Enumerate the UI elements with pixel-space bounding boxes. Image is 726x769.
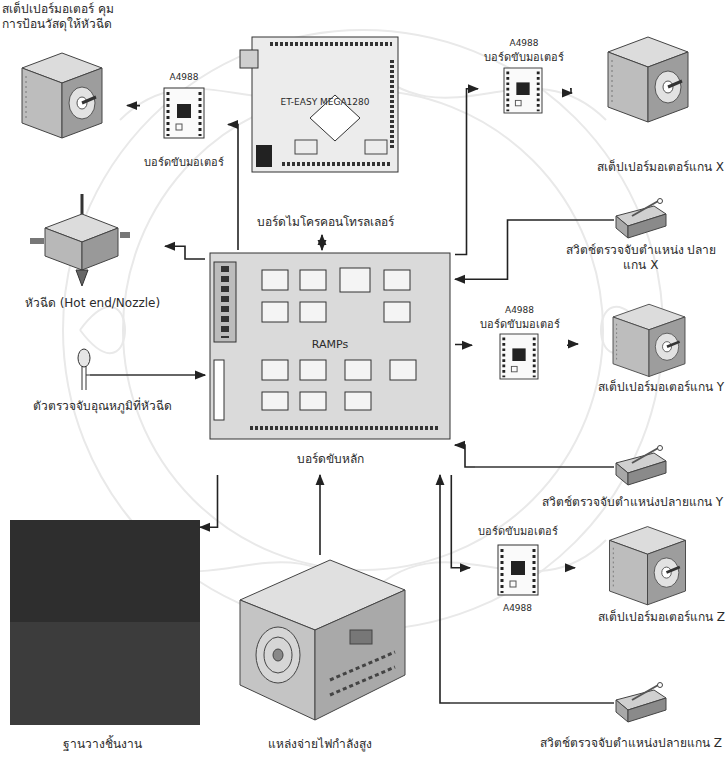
component-node: สวิตช์ตรวจจับตำแหน่งปลายแกน Y <box>475 440 723 515</box>
component-label: สเต็ปเปอร์มอเตอร์ คุมการป้อนวัสดุให้หัวฉ… <box>2 2 127 32</box>
connector-arrow <box>127 105 140 107</box>
stepper-motor-y <box>613 304 685 376</box>
connector-arrow <box>440 475 450 703</box>
connector-arrow <box>455 220 560 279</box>
connector-arrow <box>200 475 218 527</box>
component-node: สเต็ปเปอร์มอเตอร์แกน Z <box>575 520 725 630</box>
stepper-motor-x <box>608 37 688 122</box>
connector-arrow <box>567 344 578 345</box>
component-node: สเต็ปเปอร์มอเตอร์แกน X <box>572 30 724 180</box>
component-label: สเต็ปเปอร์มอเตอร์แกน Y <box>578 380 724 395</box>
limit-switch <box>616 683 666 723</box>
component-label: หัวฉีด (Hot end/Nozzle) <box>20 296 165 311</box>
connector-arrow <box>319 475 321 555</box>
connector-arrow <box>321 235 323 250</box>
connector-arrow <box>565 567 575 569</box>
driver-chip <box>164 88 204 138</box>
connector-arrow <box>455 445 475 467</box>
component-label: ตัวตรวจจับอุณหภูมิที่หัวฉีด <box>10 399 195 414</box>
component-node: A4988 บอร์ดขับมอเตอร์ <box>478 38 570 120</box>
limit-switch <box>616 446 666 486</box>
connector-arrow <box>195 374 205 376</box>
component-node: แหล่งจ่ายไฟกำลังสูง <box>225 555 415 760</box>
driver-chip <box>500 334 538 379</box>
component-node: ET-EASY MEGA1280 บอร์ดไมโครคอนโทรลเลอร์ <box>250 35 400 235</box>
component-label: A4988 <box>470 603 565 614</box>
component-label: บอร์ดขับมอเตอร์ <box>470 525 565 539</box>
component-label: สวิตช์ตรวจจับตำแหน่งปลายแกน Z <box>450 736 722 751</box>
driver-chip <box>498 545 538 595</box>
component-label: RAMPs <box>205 338 455 352</box>
limit-switch <box>616 199 666 239</box>
connector-arrow <box>165 246 205 259</box>
component-label: บอร์ดไมโครคอนโทรลเลอร์ <box>250 215 400 230</box>
component-node: สวิตช์ตรวจจับตำแหน่งปลายแกน Z <box>450 678 722 763</box>
component-label: A4988 <box>140 72 228 83</box>
connector-arrow <box>570 89 572 93</box>
component-node: สเต็ปเปอร์มอเตอร์ คุมการป้อนวัสดุให้หัวฉ… <box>2 2 127 145</box>
thermistor <box>78 349 90 390</box>
component-label: A4988 <box>478 38 570 49</box>
component-node: สเต็ปเปอร์มอเตอร์แกน Y <box>578 300 724 400</box>
component-node: A4988 บอร์ดขับมอเตอร์ <box>140 72 228 177</box>
component-node: หัวฉีด (Hot end/Nozzle) <box>20 190 165 315</box>
component-label: ET-EASY MEGA1280 <box>250 97 400 108</box>
component-label: สเต็ปเปอร์มอเตอร์แกน X <box>572 160 724 175</box>
stepper-motor-z <box>610 527 686 605</box>
component-node: RAMPs บอร์ดขับหลัก <box>205 250 455 475</box>
component-label: บอร์ดขับมอเตอร์ <box>472 318 567 332</box>
component-label: สเต็ปเปอร์มอเตอร์แกน Z <box>575 610 725 625</box>
component-node: สวิตช์ตรวจจับตำแหน่ง ปลายแกน X <box>560 195 722 287</box>
power-supply <box>240 560 405 720</box>
connector-arrow <box>455 89 478 255</box>
component-label: บอร์ดขับหลัก <box>205 452 455 467</box>
component-label: A4988 <box>472 305 567 316</box>
extruder-motor <box>22 53 102 138</box>
component-label: บอร์ดขับมอเตอร์ <box>478 51 570 65</box>
component-label: สวิตช์ตรวจจับตำแหน่งปลายแกน Y <box>475 495 723 510</box>
connector-arrow <box>228 125 238 251</box>
component-node: ตัวตรวจจับอุณหภูมิที่หัวฉีด <box>10 345 195 420</box>
component-node: ฐานวางชิ้นงาน <box>5 515 200 760</box>
component-node: A4988 บอร์ดขับมอเตอร์ <box>472 305 567 387</box>
connector-arrow <box>451 475 470 568</box>
component-node: บอร์ดขับมอเตอร์ A4988 <box>470 525 565 620</box>
print-bed <box>10 520 200 725</box>
hot-end <box>30 194 130 286</box>
component-label: แหล่งจ่ายไฟกำลังสูง <box>225 737 415 752</box>
component-label: บอร์ดขับมอเตอร์ <box>140 156 228 170</box>
driver-chip <box>504 68 542 113</box>
connector-arrow <box>455 344 472 346</box>
component-label: ฐานวางชิ้นงาน <box>5 737 200 752</box>
component-label: สวิตช์ตรวจจับตำแหน่ง ปลายแกน X <box>560 243 722 273</box>
